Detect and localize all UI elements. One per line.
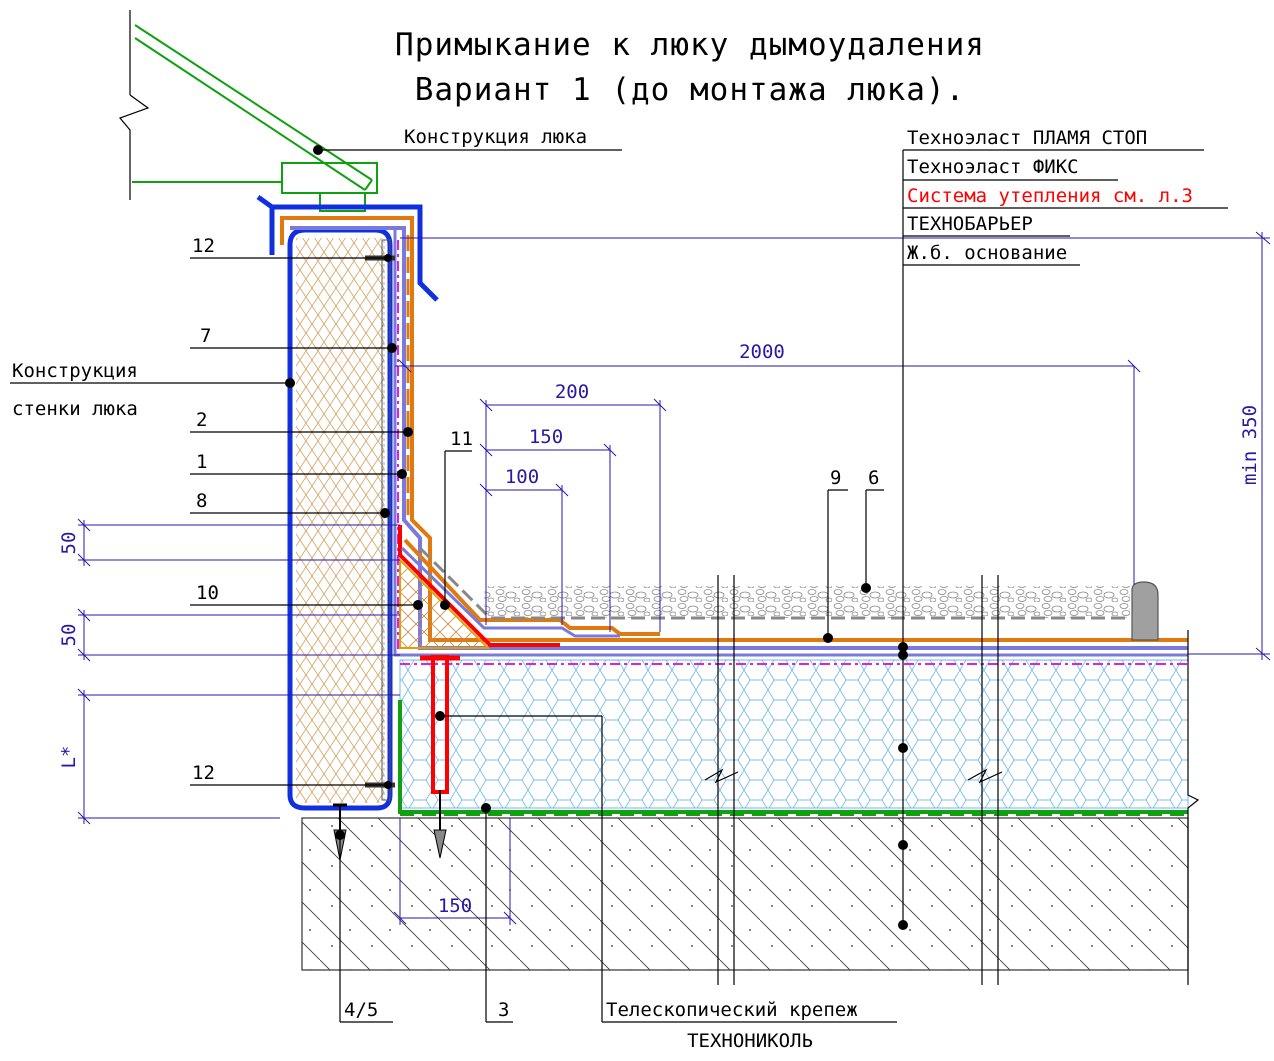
callout-9: 9 <box>830 467 841 489</box>
dimension-lines <box>77 231 1271 925</box>
callout-8: 8 <box>196 490 207 512</box>
cap-flashing <box>256 194 439 302</box>
gravel-ballast <box>484 581 1159 641</box>
layer-4-label: ТЕХНОБАРЬЕР <box>907 213 1033 235</box>
dim-min-350: min 350 <box>1239 405 1261 485</box>
label-hatch-structure: Конструкция люка <box>404 126 587 148</box>
dim-100: 100 <box>505 466 539 488</box>
callout-3: 3 <box>498 999 509 1021</box>
dim-50-bottom: 50 <box>58 624 80 647</box>
hatch-lid-structure <box>118 10 378 212</box>
dim-150: 150 <box>529 426 563 448</box>
callout-10: 10 <box>196 582 219 604</box>
break-lines <box>704 575 1200 985</box>
layer-3-label: Система утепления см. л.3 <box>907 185 1193 207</box>
layer-2-label: Техноэласт ФИКС <box>907 156 1079 178</box>
callout-4-5: 4/5 <box>344 999 378 1021</box>
callout-11: 11 <box>450 428 473 450</box>
callout-1: 1 <box>196 451 207 473</box>
dim-200: 200 <box>555 381 589 403</box>
label-hatch-wall-1: Конструкция <box>12 360 138 382</box>
layer-1-label: Техноэласт ПЛАМЯ СТОП <box>907 127 1147 149</box>
dim-2000: 2000 <box>739 341 785 363</box>
xps-insulation <box>399 659 1189 809</box>
dim-50-top: 50 <box>58 532 80 555</box>
title-line-1: Примыкание к люку дымоудаления <box>395 27 985 63</box>
hatch-wall <box>287 227 393 811</box>
callout-12-top: 12 <box>192 235 215 257</box>
label-telescopic-1: Телескопический крепеж <box>606 999 858 1021</box>
callout-6: 6 <box>868 467 879 489</box>
title-line-2: Вариант 1 (до монтажа люка). <box>415 72 966 108</box>
callout-2: 2 <box>196 409 207 431</box>
layer-5-label: Ж.б. основание <box>907 242 1067 264</box>
label-telescopic-2: ТЕХНОНИКОЛЬ <box>687 1030 813 1052</box>
concrete-base <box>301 817 1189 971</box>
leader-lines <box>10 149 1228 1023</box>
vapor-barrier <box>398 700 1188 816</box>
telescopic-fastener <box>420 655 460 859</box>
label-hatch-wall-2: стенки люка <box>12 398 138 420</box>
leader-dots <box>285 145 908 930</box>
dim-150-bottom: 150 <box>438 895 472 917</box>
callout-7: 7 <box>200 325 211 347</box>
callout-12-bottom: 12 <box>192 762 215 784</box>
dim-l-star: L* <box>58 746 80 769</box>
